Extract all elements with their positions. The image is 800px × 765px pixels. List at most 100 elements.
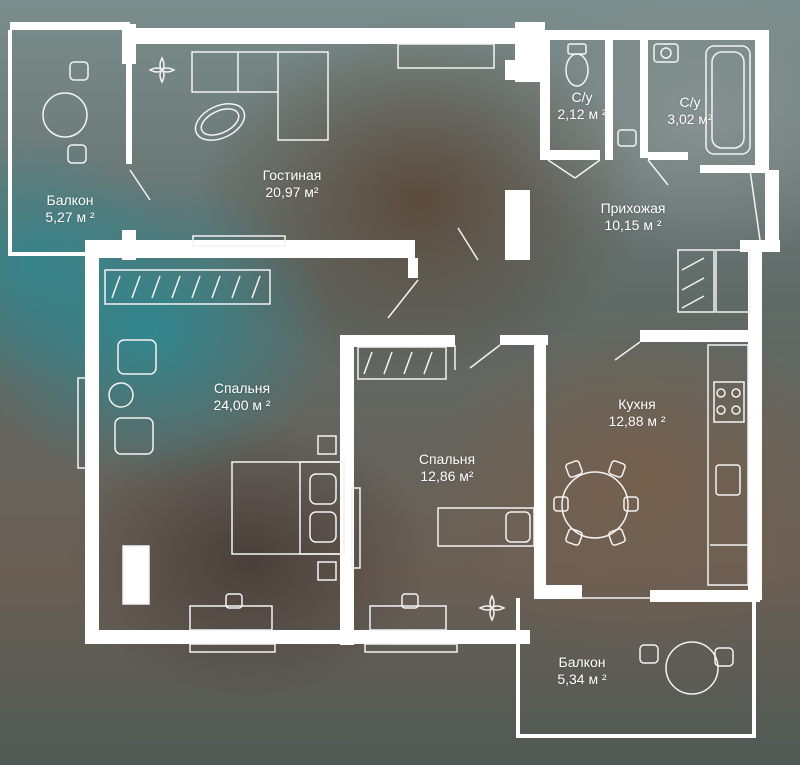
room-name: Прихожая bbox=[600, 200, 666, 216]
bed-icon bbox=[437, 507, 535, 547]
wall-segment bbox=[534, 585, 582, 599]
room-name: Спальня bbox=[418, 451, 476, 467]
room-label-living: Гостиная 20,97 м² bbox=[263, 167, 322, 201]
plant-icon bbox=[148, 56, 176, 84]
wall-segment bbox=[534, 340, 546, 590]
room-name: Балкон bbox=[46, 192, 94, 208]
armchair-icon bbox=[117, 339, 157, 375]
door-swing bbox=[457, 227, 479, 261]
wall-segment bbox=[345, 335, 455, 347]
window bbox=[77, 377, 87, 469]
wardrobe-icon bbox=[357, 346, 447, 380]
door-swing bbox=[614, 341, 641, 361]
wall-segment bbox=[755, 30, 769, 170]
window bbox=[351, 487, 361, 569]
desk-icon bbox=[369, 605, 447, 631]
toilet-icon bbox=[565, 53, 589, 87]
room-label-hallway: Прихожая 10,15 м ² bbox=[601, 200, 666, 234]
room-label-bedroom-small: Спальня 12,86 м² bbox=[419, 451, 475, 485]
round-table bbox=[42, 92, 88, 138]
room-label-wc2: С/у 3,02 м² bbox=[667, 94, 712, 128]
wall-segment bbox=[650, 590, 760, 602]
wall-segment bbox=[340, 335, 354, 645]
door-swing bbox=[749, 169, 761, 241]
plant-icon bbox=[478, 594, 506, 622]
wall-segment bbox=[85, 240, 415, 258]
room-name: Балкон bbox=[558, 654, 606, 670]
chair bbox=[69, 61, 89, 81]
room-name: Спальня bbox=[213, 380, 271, 396]
desk-icon bbox=[189, 605, 273, 631]
armchair-icon bbox=[114, 417, 154, 455]
room-area: 3,02 м² bbox=[667, 111, 713, 127]
room-label-balcony-bottom: Балкон 5,34 м ² bbox=[557, 654, 606, 688]
wall-segment bbox=[130, 28, 515, 44]
walls bbox=[8, 22, 780, 738]
wall-segment bbox=[85, 630, 355, 644]
room-name: С/у bbox=[571, 89, 593, 105]
bed-icon bbox=[231, 461, 345, 555]
wall-segment bbox=[748, 240, 762, 600]
door-swing bbox=[469, 344, 501, 369]
wall-segment bbox=[752, 600, 756, 738]
cabinet bbox=[397, 43, 495, 69]
coffee-table bbox=[194, 103, 246, 141]
wall-segment bbox=[640, 330, 750, 342]
wall-segment bbox=[408, 258, 418, 278]
door-swing bbox=[574, 159, 601, 179]
sink-icon bbox=[617, 129, 637, 147]
wall-segment bbox=[640, 40, 648, 158]
room-area: 12,88 м ² bbox=[608, 413, 666, 429]
room-name: Гостиная bbox=[262, 167, 322, 183]
wall-segment bbox=[505, 190, 530, 260]
room-area: 2,12 м ² bbox=[557, 106, 607, 122]
wall-segment bbox=[648, 152, 688, 160]
wall-segment bbox=[505, 60, 545, 80]
room-area: 20,97 м² bbox=[265, 184, 319, 200]
sofa-icon bbox=[191, 51, 329, 141]
room-area: 5,27 м ² bbox=[45, 209, 95, 225]
sink-icon bbox=[653, 43, 679, 63]
window bbox=[189, 643, 276, 653]
door-swing bbox=[387, 279, 419, 319]
side-table bbox=[108, 382, 134, 408]
wardrobe-icon bbox=[104, 269, 271, 305]
wall-segment bbox=[516, 734, 756, 738]
chair bbox=[67, 144, 87, 164]
room-label-kitchen: Кухня 12,88 м ² bbox=[608, 396, 665, 430]
room-label-bedroom-large: Спальня 24,00 м ² bbox=[213, 380, 270, 414]
wall-segment bbox=[8, 30, 12, 255]
round-table bbox=[665, 641, 719, 695]
dresser bbox=[122, 545, 150, 605]
stove-icon bbox=[713, 381, 745, 423]
closet bbox=[677, 249, 715, 313]
chair bbox=[639, 644, 659, 664]
room-name: Кухня bbox=[618, 396, 656, 412]
bathtub-icon bbox=[705, 45, 751, 155]
chair bbox=[225, 593, 243, 609]
wall-segment bbox=[700, 165, 765, 173]
wall-segment bbox=[350, 630, 530, 644]
door-swing bbox=[547, 159, 576, 179]
closet bbox=[715, 249, 751, 313]
room-area: 24,00 м ² bbox=[213, 397, 271, 413]
room-label-wc1: С/у 2,12 м ² bbox=[557, 89, 606, 123]
wall-segment bbox=[765, 170, 779, 240]
nightstand bbox=[317, 435, 337, 455]
room-label-balcony-left: Балкон 5,27 м ² bbox=[45, 192, 94, 226]
wall-segment bbox=[8, 252, 133, 256]
wall-segment bbox=[500, 335, 548, 345]
window bbox=[364, 643, 458, 653]
wall-segment bbox=[540, 30, 755, 40]
wall-segment bbox=[516, 598, 520, 738]
chair bbox=[714, 647, 734, 667]
wall-segment bbox=[10, 22, 130, 30]
sink-icon bbox=[715, 464, 741, 496]
room-area: 5,34 м ² bbox=[557, 671, 607, 687]
wall-segment bbox=[85, 255, 99, 635]
wall-segment bbox=[122, 24, 136, 64]
chair bbox=[401, 593, 419, 609]
room-area: 12,86 м² bbox=[420, 468, 474, 484]
wall-segment bbox=[540, 40, 550, 158]
